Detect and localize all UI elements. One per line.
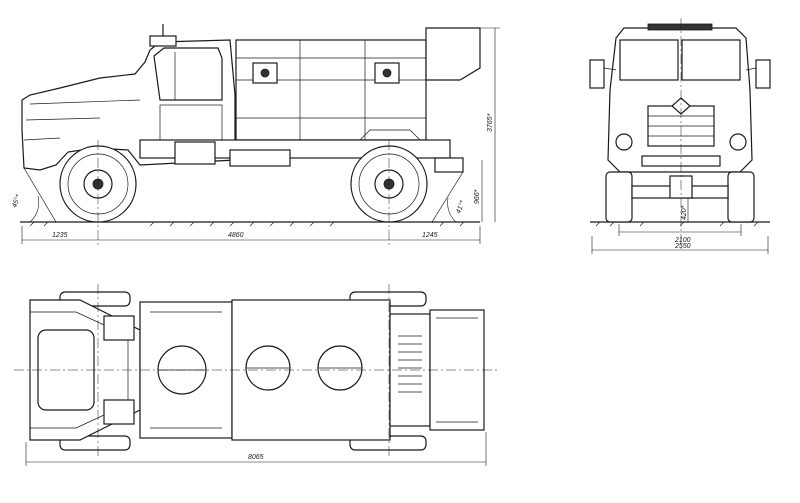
top-view: 8065: [14, 284, 500, 466]
dim-rear-overhang: 1245: [422, 232, 438, 239]
side-departure-angle-line: [431, 171, 464, 223]
side-storage-box: [229, 149, 291, 167]
front-headlight-left: [615, 133, 633, 151]
side-roof-hatch: [149, 35, 177, 47]
top-vent-slats: [398, 335, 422, 393]
front-roof-vent: [647, 23, 713, 31]
dim-width: 2550: [674, 243, 691, 250]
front-windshield-right: [681, 39, 741, 81]
front-ground-hatching: [595, 221, 759, 227]
side-rear-box: [425, 27, 481, 81]
departure-angle-label: 41°*: [454, 199, 466, 215]
side-hood-lines: [23, 99, 141, 141]
side-troop-compartment: [235, 39, 427, 141]
front-view: 420* 2100 2550: [589, 18, 771, 254]
side-cab-window: [153, 47, 223, 101]
top-rear-box: [429, 309, 485, 431]
top-mirror-left: [103, 315, 135, 341]
front-mirror-left: [589, 59, 605, 89]
dim-rear-height: 966*: [474, 189, 481, 204]
side-approach-angle-line: [23, 167, 57, 223]
approach-angle-label: 45°*: [10, 193, 22, 209]
front-tire-right: [727, 171, 755, 223]
dim-length: 8065: [248, 454, 264, 461]
side-view: 45°* 41°* 1235 4860 1245 3765* 966*: [10, 24, 500, 246]
front-windshield-left: [619, 39, 679, 81]
front-headlight-right: [729, 133, 747, 151]
dim-height: 3765*: [487, 113, 494, 132]
top-mirror-right: [103, 399, 135, 425]
side-fuel-tank: [174, 141, 216, 165]
front-mirror-right: [755, 59, 771, 89]
side-rear-bumper: [434, 157, 464, 173]
dim-wheelbase: 4860: [228, 232, 244, 239]
dim-clearance: 420*: [681, 205, 688, 220]
front-tire-left: [605, 171, 633, 223]
side-rear-fender: [359, 129, 421, 141]
dim-track: 2100: [674, 237, 691, 244]
side-ground-hatching: [29, 221, 465, 227]
dim-front-overhang: 1235: [52, 232, 68, 239]
